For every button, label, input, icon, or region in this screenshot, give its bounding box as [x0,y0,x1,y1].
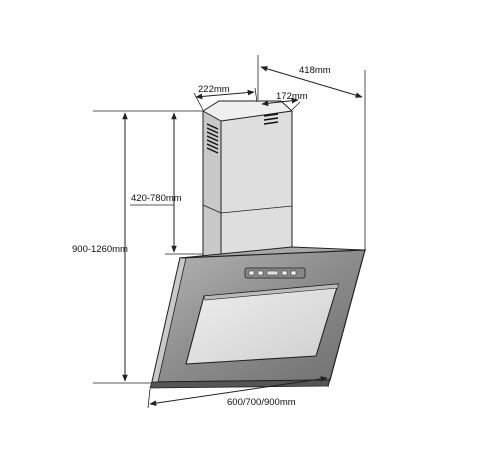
filter-window-rim [203,283,339,301]
control-display [266,270,279,276]
width222-ext-left [193,92,204,111]
chimney [202,100,293,271]
hood-body [149,246,367,389]
chimney-depth-arrow [261,97,299,107]
width222-ext-right [254,87,258,103]
total-height-label: 900-1260mm [72,244,128,255]
hood-width-label: 600/700/900mm [227,397,296,408]
total-depth-label: 418mm [299,65,331,76]
width-ext-right [327,377,331,388]
chimney-section-seam [202,204,222,214]
control-button [248,270,255,276]
dimension-lines [93,55,366,409]
chimney-depth-label: 172mm [276,91,308,102]
control-button [281,270,288,276]
chimney-width-arrow [195,89,255,100]
dimension-labels: 222mm 172mm 418mm 420-780mm 900-1260mm 6… [72,65,331,408]
chimney-height-label: 420-780mm [131,193,182,204]
total-depth-arrow [260,66,363,98]
width-ext-left [147,388,151,409]
chimney-width-label: 222mm [198,84,230,95]
vent-slots [206,113,279,154]
control-button [257,270,264,276]
chimney-front-face [220,110,293,271]
control-buttons [248,270,297,276]
hood-width-arrow [149,376,328,406]
control-button [290,270,297,276]
depth172-ext [291,101,301,111]
chimney-section-seam-front [220,205,293,214]
